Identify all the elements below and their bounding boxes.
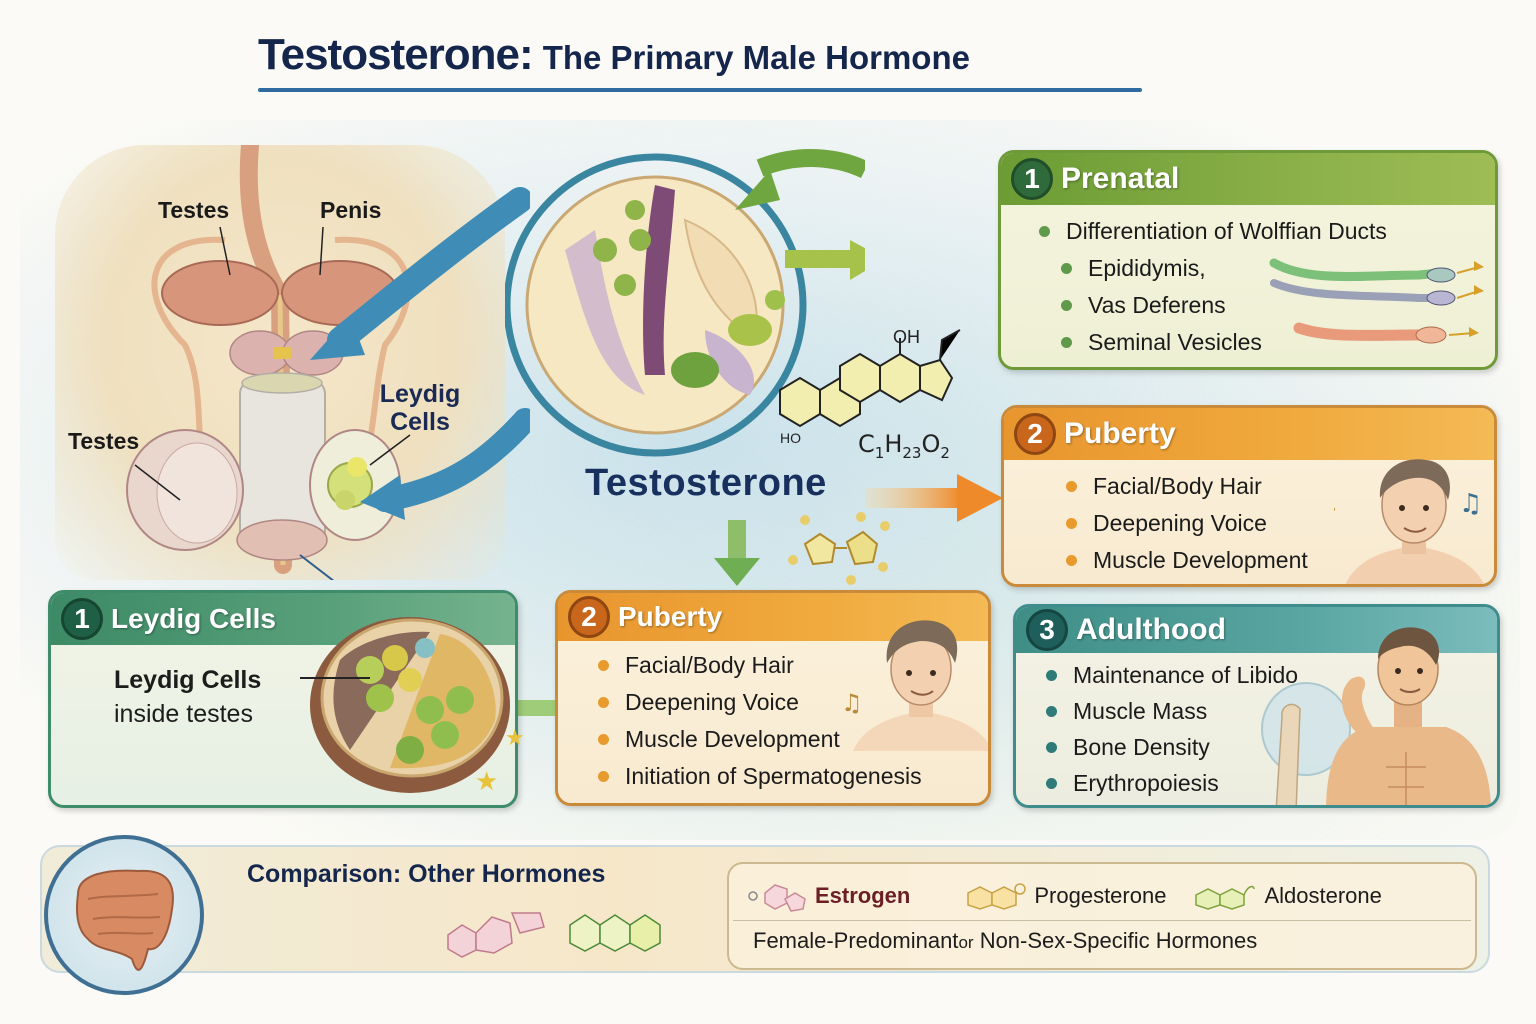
bullet-icon xyxy=(598,660,609,671)
duct-illustration-icon xyxy=(1269,258,1484,344)
bullet-icon xyxy=(1061,300,1072,311)
bullet-icon xyxy=(1066,481,1077,492)
teen-boy-portrait-icon: ♪ ♫ xyxy=(843,620,988,751)
bullet-icon xyxy=(1046,669,1057,681)
oh-group-label: OH xyxy=(893,327,920,347)
label-penis: Penis xyxy=(320,197,382,223)
arrow-to-puberty-icon xyxy=(865,474,1003,522)
chemical-formula: C1H23O2 xyxy=(858,430,950,462)
title-subtitle: The Primary Male Hormone xyxy=(542,39,970,76)
bullet-icon xyxy=(1046,705,1057,717)
step-number-badge: 2 xyxy=(568,596,610,638)
list-item: Muscle Development xyxy=(598,721,988,758)
list-item: Bone Density xyxy=(1046,729,1497,765)
bullet-icon xyxy=(598,771,609,782)
list-item: Muscle Mass xyxy=(1046,693,1497,729)
svg-text:★: ★ xyxy=(300,748,302,776)
music-note-icon: ♫ xyxy=(843,689,863,717)
small-molecule-icon xyxy=(788,512,890,585)
hormone-list: Estrogen Progesterone Aldosterone xyxy=(747,874,1465,918)
hormone-estrogen: Estrogen xyxy=(747,879,910,913)
music-note-icon: ♪ xyxy=(843,662,845,687)
list-item: Facial/Body Hair xyxy=(598,647,988,684)
svg-text:★: ★ xyxy=(475,767,498,797)
svg-text:★: ★ xyxy=(505,726,525,751)
divider xyxy=(733,920,1471,921)
label-testes-left: Testes xyxy=(68,428,140,454)
progesterone-molecule-icon xyxy=(967,883,1027,910)
comparison-hormone-box: Estrogen Progesterone Aldosterone Female… xyxy=(727,862,1477,970)
card-puberty-right-title: Puberty xyxy=(1064,417,1176,450)
card-prenatal-header: 1 Prenatal xyxy=(1001,153,1495,205)
list-item: Muscle Development xyxy=(1066,542,1494,579)
flow-arrows-blue xyxy=(310,187,530,520)
bullet-icon xyxy=(598,697,609,708)
hormone-aldosterone: Aldosterone xyxy=(1192,881,1382,911)
list-item: Vas Deferens xyxy=(1039,287,1495,324)
music-note-icon: ♪ xyxy=(1334,501,1337,525)
card-adulthood-title: Adulthood xyxy=(1076,613,1226,646)
label-testes-top: Testes xyxy=(158,197,230,223)
step-number-badge: 2 xyxy=(1014,413,1056,455)
estrogen-molecule-icon xyxy=(748,884,806,912)
card-prenatal: 1 Prenatal Differentiation of Wolffian D… xyxy=(998,150,1498,370)
music-note-icon: ♫ xyxy=(1459,489,1482,519)
list-item: Deepening Voice xyxy=(1066,505,1494,542)
hormone-structures-icon xyxy=(447,912,661,958)
step-number-badge: 3 xyxy=(1026,609,1068,651)
list-item: Maintenance of Libido xyxy=(1046,657,1497,693)
list-item: Facial/Body Hair xyxy=(1066,468,1494,505)
bullet-icon xyxy=(1046,777,1057,789)
label-leydig-cells: Leydig Cells xyxy=(379,380,461,436)
bullet-icon xyxy=(1061,337,1072,348)
bullet-icon xyxy=(1066,555,1077,566)
title-underline xyxy=(258,88,1142,92)
arrow-down-icon xyxy=(714,520,760,586)
comparison-title: Comparison: Other Hormones xyxy=(247,860,606,888)
card-adulthood: 3 Adulthood Maintenance of Libido Muscle… xyxy=(1013,604,1500,808)
bullet-icon xyxy=(1061,263,1072,274)
list-item: Differentiation of Wolffian Ducts xyxy=(1039,213,1495,250)
aldosterone-molecule-icon xyxy=(1195,885,1256,910)
card-prenatal-title: Prenatal xyxy=(1061,162,1180,195)
bullet-icon xyxy=(598,734,609,745)
testis-cell-cross-section-icon xyxy=(505,149,865,457)
card-puberty-center-title: Puberty xyxy=(618,601,723,632)
card-puberty-right-header: 2 Puberty xyxy=(1004,408,1494,460)
step-number-badge: 1 xyxy=(1011,158,1053,200)
list-item: Seminal Vesicles xyxy=(1039,324,1495,361)
hormone-progesterone: Progesterone xyxy=(964,881,1166,911)
card-leydig-title: Leydig Cells xyxy=(111,603,276,634)
bullet-icon xyxy=(1066,518,1077,529)
list-item: Epididymis, xyxy=(1039,250,1495,287)
list-item: Deepening Voice xyxy=(598,684,988,721)
intestine-icon xyxy=(44,835,204,995)
comparison-caption: Female-Predominantor Non-Sex-Specific Ho… xyxy=(753,928,1258,953)
step-number-badge: 1 xyxy=(61,598,103,640)
ho-group-label: HO xyxy=(780,430,801,446)
list-item: Erythropoiesis xyxy=(1046,765,1497,801)
title-main: Testosterone: xyxy=(258,30,534,79)
hormone-name: Testosterone xyxy=(585,462,827,504)
leydig-caption: Leydig Cells inside testes xyxy=(114,666,262,728)
teen-boy-portrait-icon: ♪ ♫ xyxy=(1334,459,1484,584)
page-title: Testosterone: The Primary Male Hormone xyxy=(258,30,1142,80)
card-puberty-right: 2 Puberty Facial/Body Hair Deepening Voi… xyxy=(1001,405,1497,587)
adult-man-flexing-icon xyxy=(1261,627,1491,805)
card-puberty-center: 2 Puberty Facial/Body Hair Deepening Voi… xyxy=(555,590,991,806)
leydig-cell-cross-section-icon: ★ ★ ★ xyxy=(300,617,525,797)
testosterone-molecule-icon xyxy=(779,329,961,428)
list-item: Initiation of Spermatogenesis xyxy=(598,758,988,795)
bullet-icon xyxy=(1039,226,1050,237)
bullet-icon xyxy=(1046,741,1057,753)
